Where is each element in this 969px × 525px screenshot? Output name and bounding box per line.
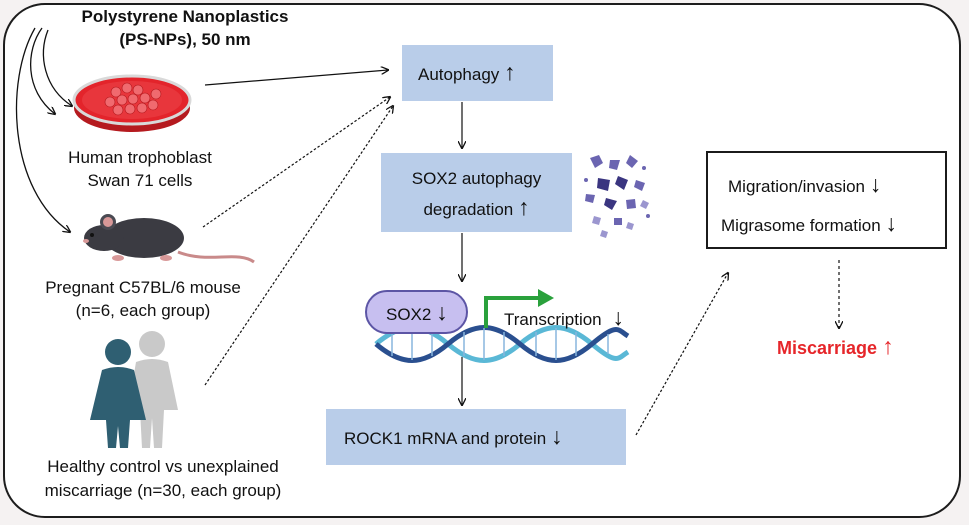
petri-dish-icon [72, 74, 192, 132]
human-label-line2: miscarriage (n=30, each group) [44, 481, 282, 500]
arrow-rock1-migration [635, 273, 728, 436]
transcription-arrow-icon [484, 289, 554, 328]
migration-down-arrow: ↓ [869, 171, 882, 197]
source-title-line2: (PS-NPs), 50 nm [119, 30, 251, 49]
outcome-box: Migration/invasion ↓ Migrasome formation… [706, 151, 947, 249]
migrasome-label: Migrasome formation [721, 216, 881, 235]
cells-label-line1: Human trophoblast [68, 148, 212, 167]
miscarriage-outcome: Miscarriage ↑ [777, 333, 894, 361]
sox2-pill-down-arrow: ↓ [436, 299, 448, 325]
women-silhouette-icon [90, 331, 178, 448]
source-title-line1: Polystyrene Nanoplastics [81, 7, 289, 26]
migration-label: Migration/invasion [728, 177, 866, 196]
autophagy-label: Autophagy [418, 65, 500, 84]
source-title: Polystyrene Nanoplastics (PS-NPs), 50 nm [40, 5, 330, 51]
migrasome-down-arrow: ↓ [885, 210, 897, 236]
arrow-human-autophagy [204, 106, 393, 386]
arrow-cells-autophagy [204, 70, 388, 86]
mouse-label-line2: (n=6, each group) [75, 301, 211, 320]
rock1-label: ROCK1 mRNA and protein [344, 429, 547, 448]
mouse-label-line1: Pregnant C57BL/6 mouse [45, 278, 241, 297]
sox2-degradation-line2: degradation [423, 200, 514, 219]
sox2-degradation-up-arrow: ↑ [518, 194, 530, 220]
transcription-label: Transcription [504, 310, 602, 329]
curve-arrow-to-cells-2 [42, 29, 72, 106]
transcription-down-arrow: ↓ [612, 304, 624, 330]
cells-label: Human trophoblast Swan 71 cells [40, 146, 240, 192]
curve-arrow-to-cells [29, 27, 55, 114]
autophagy-up-arrow: ↑ [504, 59, 516, 85]
transcription-label-group: Transcription ↓ [504, 304, 624, 333]
sox2-pill-label: SOX2 [386, 305, 432, 324]
mouse-label: Pregnant C57BL/6 mouse (n=6, each group) [18, 276, 268, 322]
miscarriage-up-arrow: ↑ [882, 333, 894, 359]
miscarriage-label: Miscarriage [777, 338, 878, 358]
sox2-degradation-line1: SOX2 autophagy [411, 169, 542, 188]
protein-fragments-icon [584, 155, 650, 238]
sox2-degradation-box: SOX2 autophagy degradation ↑ [381, 153, 572, 232]
mouse-icon [83, 214, 255, 264]
rock1-box: ROCK1 mRNA and protein ↓ [326, 409, 626, 465]
cells-label-line2: Swan 71 cells [87, 171, 193, 190]
arrow-mouse-autophagy [202, 97, 390, 228]
sox2-pill: SOX2 ↓ [365, 290, 468, 334]
rock1-down-arrow: ↓ [550, 423, 563, 449]
human-label: Healthy control vs unexplained miscarria… [18, 455, 308, 503]
human-label-line1: Healthy control vs unexplained [47, 457, 279, 476]
autophagy-box: Autophagy ↑ [402, 45, 553, 101]
curve-arrow-to-mouse [15, 27, 70, 232]
